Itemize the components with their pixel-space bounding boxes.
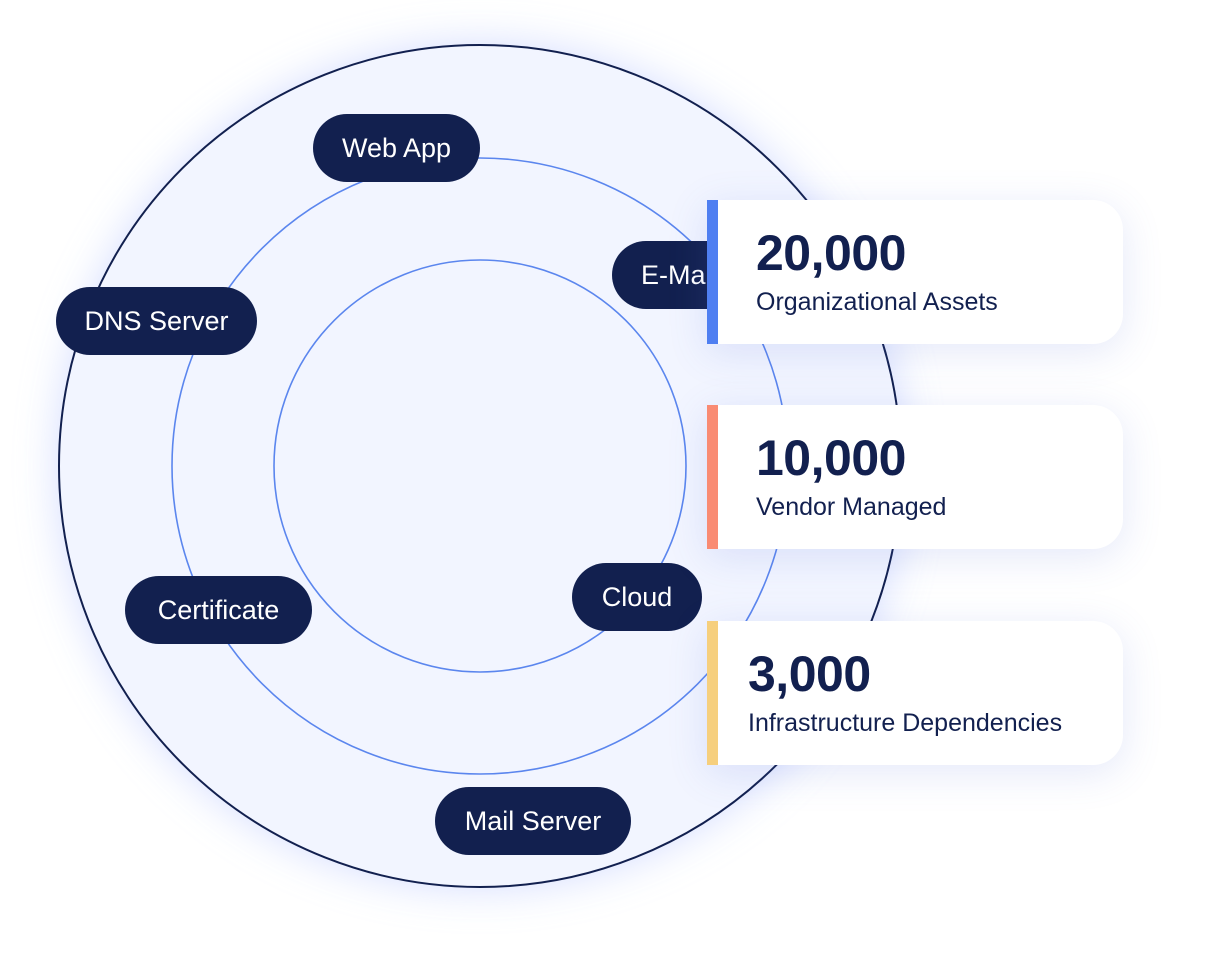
accent-bar xyxy=(707,621,718,765)
stat-label: Organizational Assets xyxy=(756,288,998,316)
stat-card-infrastructure-dependencies: 3,000 Infrastructure Dependencies xyxy=(707,621,1123,765)
stat-value: 10,000 xyxy=(756,430,906,486)
stat-label: Infrastructure Dependencies xyxy=(748,709,1063,737)
asset-pill-mail-server: Mail Server xyxy=(435,787,631,855)
stat-label: Vendor Managed xyxy=(756,493,947,521)
stat-card-vendor-managed: 10,000 Vendor Managed xyxy=(707,405,1123,549)
inner-ring xyxy=(273,259,687,673)
accent-bar xyxy=(707,405,718,549)
accent-bar xyxy=(707,200,718,344)
asset-pill-dns-server: DNS Server xyxy=(56,287,257,355)
asset-pill-web-app: Web App xyxy=(313,114,480,182)
asset-pill-email: E-Ma xyxy=(612,241,724,309)
asset-pill-certificate: Certificate xyxy=(125,576,312,644)
stat-card-organizational-assets: 20,000 Organizational Assets xyxy=(707,200,1123,344)
stat-value: 20,000 xyxy=(756,225,906,281)
asset-pill-cloud: Cloud xyxy=(572,563,702,631)
stat-value: 3,000 xyxy=(748,646,871,702)
